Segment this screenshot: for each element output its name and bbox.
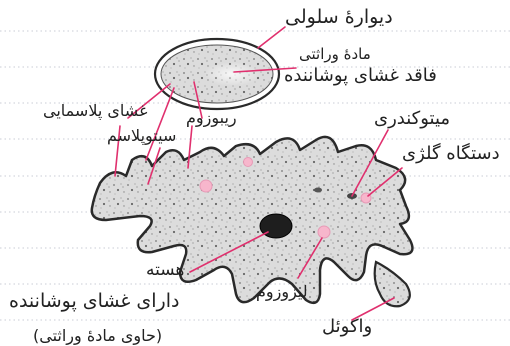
label-contains-genetic-material: (حاوی مادهٔ وراثتی) xyxy=(33,328,162,344)
label-lysosome: لیزوزوم xyxy=(256,284,308,300)
label-cell-wall: دیوارهٔ سلولی xyxy=(285,8,393,27)
label-genetic-material: مادهٔ وراثتی xyxy=(299,47,371,62)
label-vacuole: واکوئل xyxy=(322,318,372,336)
eukaryotic-cell xyxy=(92,137,413,303)
label-ribosome: ریبوزوم xyxy=(186,110,237,126)
label-cytoplasm: سیتوپلاسم xyxy=(107,128,176,144)
label-plasma-membrane: غشای پلاسمایی xyxy=(43,103,147,119)
label-has-nuclear-envelope: دارای غشای پوشاننده xyxy=(9,292,179,311)
leader-cell-wall xyxy=(258,27,285,48)
label-mitochondria: میتوکندری xyxy=(374,110,450,128)
label-golgi: دستگاه گلژی xyxy=(402,145,500,163)
label-nucleus: هسته xyxy=(146,262,184,279)
prokaryotic-cell xyxy=(155,39,279,109)
label-no-nuclear-envelope: فاقد غشای پوشاننده xyxy=(284,67,437,85)
lysosome-shape xyxy=(318,226,330,238)
